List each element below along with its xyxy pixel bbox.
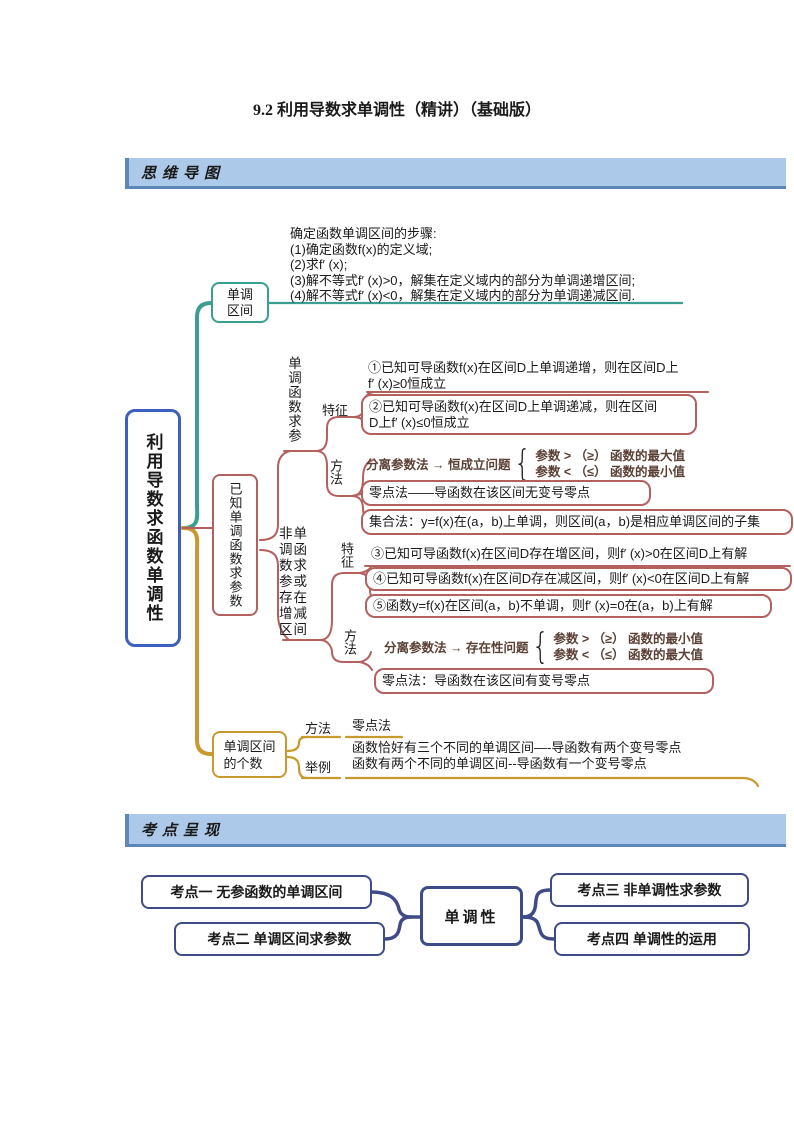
separate-param-existence: 分离参数法 → 存在性问题 { 参数 > （≥） 函数的最小值 参数 < （≤）… [384, 626, 703, 667]
label-feature-1: 特征 [322, 403, 349, 418]
banner-kaodian-label: 考点呈现 [141, 822, 226, 839]
steps-line: (4)解不等式f′ (x)<0，解集在定义域内的部分为单调递减区间. [290, 288, 636, 303]
interval-steps-text: 确定函数单调区间的步骤: (1)确定函数f(x)的定义域; (2)求f′ (x)… [290, 226, 635, 304]
feature-item-1: ①已知可导函数f(x)在区间D上单调递增，则在区间D上 f′ (x)≥0恒成立 [368, 360, 679, 391]
label-method-2: 方法 [342, 629, 357, 655]
brace-glyph: { [514, 443, 532, 484]
brace-glyph: { [532, 626, 550, 667]
section-banner-mindmap: 思维导图 [125, 158, 786, 189]
node-kaodian-2: 考点二 单调区间求参数 [174, 922, 385, 956]
count-example-text: 函数恰好有三个不同的单调区间—-导函数有两个变号零点 函数有两个不同的单调区间-… [352, 740, 682, 771]
sub-node-nonmonotone: 非单调函数求参或存在增减区间 [279, 526, 308, 637]
node-monotonicity-center: 单调性 [420, 886, 523, 946]
steps-line: (1)确定函数f(x)的定义域; [290, 241, 433, 257]
banner-mindmap-label: 思维导图 [141, 165, 226, 182]
method-set: 集合法：y=f(x)在(a，b)上单调，则区间(a，b)是相应单调区间的子集 [361, 509, 793, 535]
feature-item-3: ③已知可导函数f(x)在区间D存在增区间，则f′ (x)>0在区间D上有解 [371, 546, 748, 561]
count-method-label: 方法 [305, 721, 332, 736]
label-method-1: 方法 [328, 459, 343, 485]
node-known-monotone-param: 已知单调函数求参数 [212, 474, 258, 616]
sub-node-monotone-seek-param: 单调函数求参 [286, 356, 301, 443]
method-zero-point-2: 零点法：导函数在该区间有变号零点 [374, 668, 714, 694]
label-feature-2: 特征 [339, 542, 354, 568]
section-banner-kaodian: 考点呈现 [125, 814, 786, 847]
node-kaodian-4: 考点四 单调性的运用 [554, 922, 750, 956]
node-kaodian-3: 考点三 非单调性求参数 [550, 873, 749, 907]
node-monotone-interval: 单调 区间 [211, 282, 269, 323]
steps-line: 确定函数单调区间的步骤: [290, 226, 437, 241]
root-node: 利用导数求函数单调性 [125, 409, 181, 647]
count-method-value: 零点法 [352, 718, 392, 733]
method-zero-point-1: 零点法——导函数在该区间无变号零点 [361, 480, 651, 506]
steps-line: (3)解不等式f′ (x)>0，解集在定义域内的部分为单调递增区间; [290, 272, 636, 288]
feature-item-2: ②已知可导函数f(x)在区间D上单调递减，则在区间 D上f′ (x)≤0恒成立 [361, 394, 697, 435]
feature-item-5: ⑤函数y=f(x)在区间(a，b)不单调，则f′ (x)=0在(a，b)上有解 [365, 594, 772, 618]
steps-line: (2)求f′ (x); [290, 257, 348, 272]
separate-param-always-true: 分离参数法 → 恒成立问题 { 参数 > （≥） 函数的最大值 参数 < （≤）… [366, 443, 685, 484]
page-title: 9.2 利用导数求单调性（精讲）（基础版） [252, 102, 541, 119]
node-kaodian-1: 考点一 无参函数的单调区间 [141, 875, 372, 909]
count-example-label: 举例 [305, 760, 332, 775]
node-interval-count: 单调区间 的个数 [212, 731, 287, 778]
feature-item-4: ④已知可导函数f(x)在区间D存在减区间，则f′ (x)<0在区间D上有解 [365, 567, 792, 591]
